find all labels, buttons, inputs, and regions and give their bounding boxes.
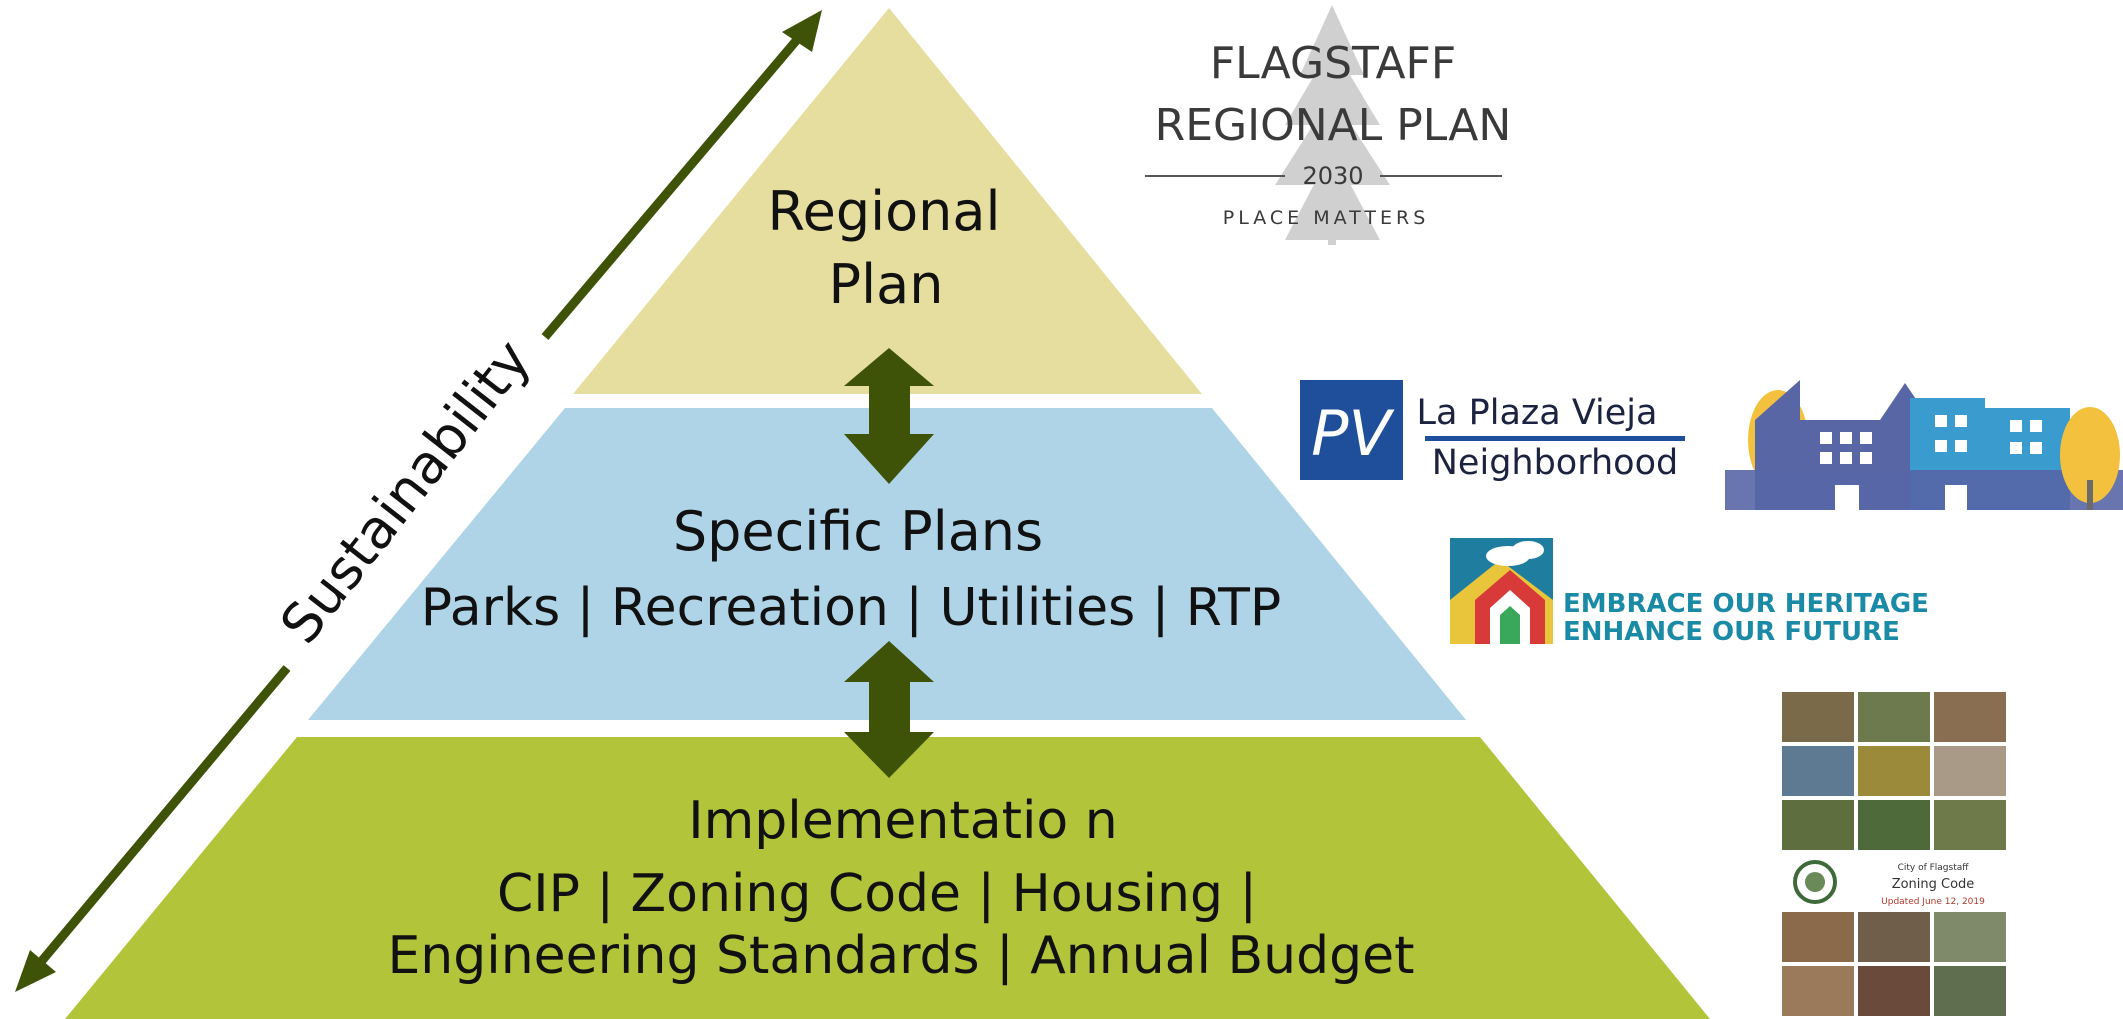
buildings-illustration [1725,380,2123,510]
pv-line1: La Plaza Vieja [1417,393,1658,433]
zoning-cover-line2: Zoning Code [1892,877,1975,892]
arrowhead-down-icon [15,950,56,992]
top-tier-line1: Regional [768,180,1001,243]
pine-tree-icon [1275,5,1390,245]
middle-tier-subtitle: Parks | Recreation | Utilities | RTP [421,578,1281,638]
tree-icon [2060,407,2120,503]
pv-mark: PV [1311,397,1395,470]
double-arrow-icon [844,348,934,484]
zoning-cover-line1: City of Flagstaff [1898,863,1970,873]
photo-thumbnails-top [1782,692,2006,850]
zoning-code-cover: City of Flagstaff Zoning Code Updated Ju… [1782,692,2006,1016]
pv-line2: Neighborhood [1432,443,1678,483]
arrowhead-up-icon [782,10,822,52]
regional-plan-logo-tagline: PLACE MATTERS [1223,207,1430,229]
sustainability-arrow-lower [26,665,291,978]
regional-plan-logo-line2: REGIONAL PLAN [1155,100,1512,151]
embrace-line2: ENHANCE OUR FUTURE [1563,617,1900,647]
double-arrow-icon [844,641,934,778]
bottom-tier-line3: Engineering Standards | Annual Budget [387,926,1414,986]
regional-plan-logo: FLAGSTAFF REGIONAL PLAN 2030 PLACE MATTE… [1110,0,1550,275]
embrace-heritage-logo: EMBRACE OUR HERITAGE ENHANCE OUR FUTURE [1450,538,1929,647]
zoning-cover-line3: Updated June 12, 2019 [1881,897,1985,907]
plaza-vieja-logo: PV La Plaza Vieja Neighborhood [1300,380,1685,483]
pyramid-middle-tier [308,408,1466,720]
top-tier-line2: Plan [829,253,944,316]
sustainability-arrow-upper [541,19,816,340]
pyramid-bottom-tier [65,737,1710,1019]
middle-tier-title: Specific Plans [673,500,1043,563]
bottom-tier-title: Implementatio n [688,791,1117,851]
pyramid-top-tier [573,8,1202,394]
embrace-line1: EMBRACE OUR HERITAGE [1563,589,1929,619]
regional-plan-logo-line1: FLAGSTAFF [1210,38,1456,89]
pv-mark-box [1300,380,1403,480]
bottom-tier-line2: CIP | Zoning Code | Housing | [497,864,1257,924]
regional-plan-logo-year: 2030 [1302,162,1363,190]
photo-thumbnails-bottom [1782,912,2006,1016]
